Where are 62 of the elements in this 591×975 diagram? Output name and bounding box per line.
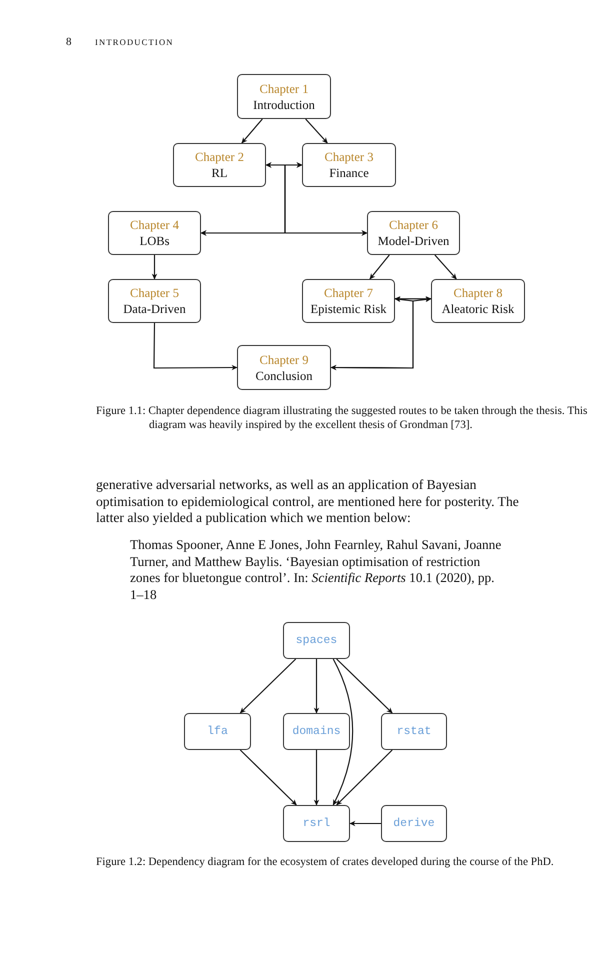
crate-name: rstat (396, 725, 432, 738)
crate-name: rsrl (302, 817, 330, 830)
chapter-number: Chapter 4 (130, 217, 179, 233)
chapter-box (367, 211, 460, 255)
chapter-number: Chapter 8 (454, 285, 502, 301)
arrow (314, 750, 320, 806)
chapter-box (237, 74, 331, 119)
page-number: 8 (66, 36, 72, 48)
crate-box (184, 713, 251, 750)
chapter-box (108, 279, 201, 323)
running-header: INTRODUCTION (95, 37, 175, 47)
crate-box (381, 713, 447, 750)
crate-name: spaces (296, 634, 338, 647)
figure-caption: Figure 1.2: Dependency diagram for the ecosystem of crates developed during the course of the PhD. (96, 855, 555, 869)
arrow (240, 658, 296, 714)
arrow (153, 323, 238, 370)
chapter-box (237, 345, 331, 390)
arrow (336, 658, 393, 714)
chapter-number: Chapter 6 (389, 217, 438, 233)
arrow (349, 820, 381, 826)
chapter-box (302, 279, 395, 323)
figure-caption: Figure 1.1: Chapter dependence diagram illustrating the suggested routes to be taken through the thesis. This diagram was heavily inspired by the excellent thesis of Grondman [73]. (96, 404, 588, 432)
arrow (241, 118, 263, 144)
chapter-box (431, 279, 525, 323)
chapter-number: Chapter 5 (130, 285, 179, 301)
arrow (434, 254, 457, 280)
crate-box (283, 622, 350, 659)
chapter-title: RL (212, 165, 228, 181)
arrow (152, 255, 158, 280)
arrow (314, 659, 320, 714)
crate-box (283, 805, 350, 842)
arrow (369, 254, 390, 280)
chapter-title: Data-Driven (123, 301, 186, 317)
chapter-title: Epistemic Risk (310, 301, 387, 317)
arrow (240, 750, 297, 806)
chapter-number: Chapter 7 (324, 285, 373, 301)
chapter-title: Finance (329, 165, 369, 181)
chapter-number: Chapter 9 (260, 352, 308, 368)
body-paragraph: generative adversarial networks, as well as an application of Bayesian optimisation to epidemiological control, are mentioned here for posterity. The latter also yielded a publication which we mention below: (96, 477, 520, 528)
arrow (305, 118, 328, 144)
chapter-number: Chapter 1 (260, 80, 308, 96)
chapter-title: Aleatoric Risk (442, 301, 514, 317)
arrow (394, 296, 432, 302)
crate-name: domains (292, 725, 341, 738)
arrow (332, 658, 354, 806)
chapter-title: LOBs (140, 233, 170, 249)
crate-name: derive (393, 817, 435, 830)
crate-name: lfa (207, 725, 228, 738)
chapter-number: Chapter 3 (324, 149, 374, 165)
arrow (336, 750, 393, 806)
chapter-title: Model-Driven (378, 233, 450, 249)
crate-box (381, 805, 447, 842)
chapter-box (302, 143, 396, 187)
arrow (330, 296, 432, 370)
citation: Thomas Spooner, Anne E Jones, John Fearnley, Rahul Savani, Joanne Turner, and Matthew Baylis. ‘Bayesian optimisation of restriction zones for bluetongue control’. In: Scientific Reports 10.1 (2020), pp. 1–18 (130, 537, 502, 604)
chapter-box (108, 211, 201, 255)
chapter-number: Chapter 2 (195, 149, 244, 165)
chapter-title: Conclusion (256, 368, 312, 384)
chapter-box (173, 143, 266, 187)
crate-box (283, 713, 350, 750)
chapter-title: Introduction (253, 96, 315, 112)
arrow (284, 162, 368, 236)
